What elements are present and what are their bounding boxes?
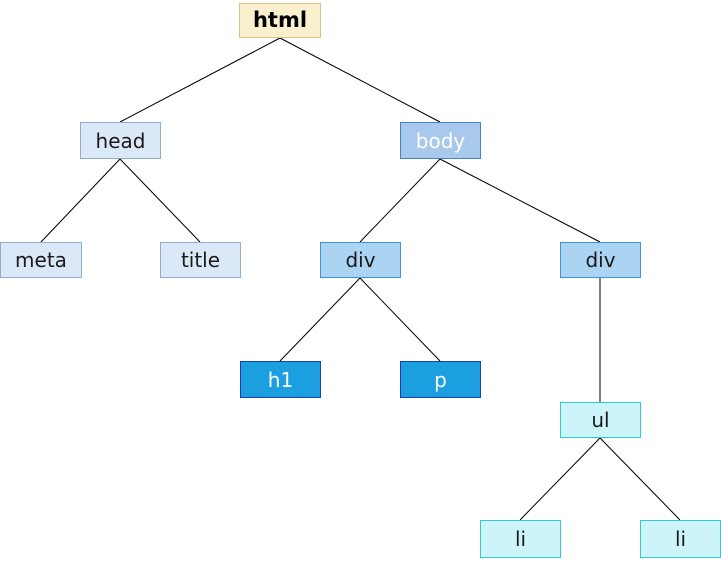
tree-node-title: title — [160, 242, 241, 278]
tree-node-li2: li — [640, 520, 721, 558]
tree-node-div1: div — [320, 242, 401, 278]
tree-edge-ul-li2 — [599, 437, 681, 521]
tree-edge-head-title — [119, 158, 201, 243]
tree-node-p: p — [400, 361, 481, 398]
tree-edge-body-div2 — [439, 158, 601, 243]
tree-edge-head-meta — [40, 158, 121, 243]
tree-node-ul: ul — [560, 402, 641, 438]
tree-node-div2: div — [560, 242, 641, 278]
tree-edge-body-div1 — [359, 158, 441, 243]
tree-node-li1: li — [480, 520, 561, 558]
tree-edge-ul-li1 — [519, 437, 601, 521]
tree-node-body: body — [400, 122, 481, 159]
tree-node-head: head — [80, 122, 161, 159]
tree-edge-div1-p — [359, 277, 441, 362]
tree-edge-html-body — [279, 37, 441, 123]
tree-node-html: html — [239, 3, 321, 38]
tree-node-h1: h1 — [240, 361, 321, 398]
tree-edge-html-head — [119, 37, 281, 123]
tree-node-meta: meta — [0, 242, 82, 278]
tree-edge-div1-h1 — [279, 277, 361, 362]
